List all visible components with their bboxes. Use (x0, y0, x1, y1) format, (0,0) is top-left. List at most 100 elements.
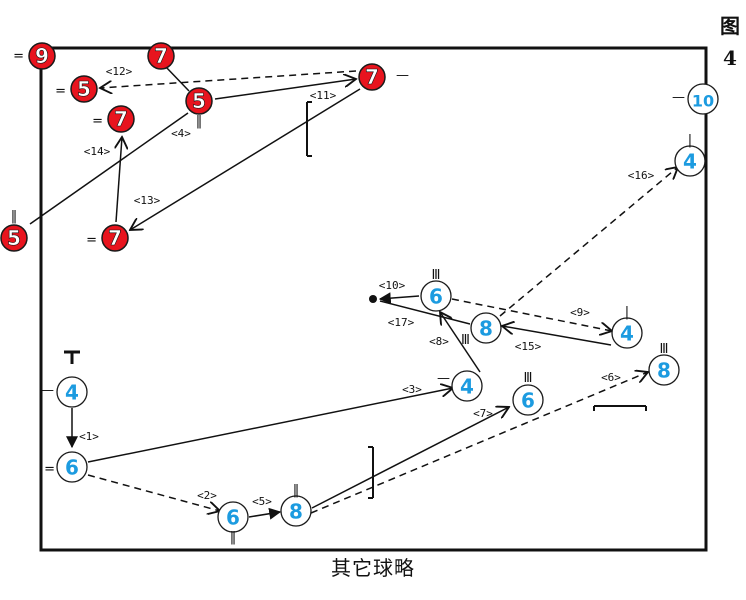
blue-ball-4: 4— (437, 370, 483, 402)
shot-label: <13> (134, 194, 161, 207)
red-ball-7: 7 (147, 42, 175, 70)
ball-mark: | (625, 305, 629, 320)
shot-label: <6> (601, 371, 621, 384)
blue-ball-4: 4| (611, 305, 643, 349)
shot-labels: <1> <2> <3> <4> <5> <6> <7> <8> <9> <10> <11> <12> <… (79, 65, 655, 508)
ball-number: 5 (77, 77, 91, 101)
figure-label-number: 4 (723, 46, 737, 70)
ball-mark: = (55, 84, 66, 99)
shot-label: <4> (171, 127, 191, 140)
red-ball-7: 7= (86, 224, 129, 252)
shot-path (451, 298, 612, 331)
ball-mark: | (688, 133, 692, 148)
shot-path (248, 507, 282, 520)
pocket-target-dot (369, 295, 377, 303)
ball-mark: — (396, 68, 409, 83)
shot-label: <11> (310, 89, 337, 102)
shot-path (379, 300, 471, 325)
shot-label: <8> (429, 335, 449, 348)
ball-number: 6 (226, 506, 240, 530)
red-ball-5: 5= (55, 75, 98, 103)
red-ball-7: 7= (92, 105, 135, 133)
ball-number: 7 (154, 44, 168, 68)
shot-path (164, 65, 190, 92)
ball-mark: ‖ (11, 209, 18, 224)
red-ball-9: 9= (13, 42, 56, 70)
ball-mark: ‖ (196, 114, 203, 129)
shot-path (87, 474, 220, 511)
ball-mark: = (44, 462, 55, 477)
shot-path (502, 326, 612, 346)
shot-label: <10> (379, 279, 406, 292)
cue-marker (64, 350, 80, 364)
ball-number: 8 (657, 359, 671, 383)
ball-mark: — (437, 371, 450, 386)
shot-label: <1> (79, 430, 99, 443)
shot-path (214, 79, 356, 100)
shot-label: <5> (252, 495, 272, 508)
shot-path (130, 88, 361, 230)
shot-label: <7> (473, 407, 493, 420)
blue-ball-4: 4| (674, 133, 706, 177)
blue-ball-6: 6‖ (217, 501, 249, 545)
shot-path (378, 292, 420, 305)
ball-number: 6 (429, 285, 443, 309)
ball-number: 8 (289, 500, 303, 524)
ball-number: 6 (65, 456, 79, 480)
red-ball-5: 5‖ (185, 87, 213, 129)
shot-path (499, 167, 678, 317)
caption: 其它球略 (331, 556, 415, 580)
figure-label: 图 4 (716, 16, 744, 68)
shot-label: <9> (570, 306, 590, 319)
ball-mark: Ⅲ (461, 333, 470, 348)
shot-label: <12> (106, 65, 133, 78)
ball-number: 4 (460, 375, 474, 399)
shot-path (310, 372, 648, 514)
blue-ball-4: 4— (41, 376, 88, 408)
ball-number: 10 (692, 92, 714, 111)
shot-label: <14> (84, 145, 111, 158)
ball-mark: = (86, 233, 97, 248)
shot-label: <17> (388, 316, 415, 329)
pool-table-diagram: <1> <2> <3> <4> <5> <6> <7> <8> <9> <10> <11> <12> <… (0, 42, 719, 552)
shot-label: <15> (515, 340, 542, 353)
ball-mark: Ⅲ (432, 268, 441, 283)
ball-mark: = (92, 114, 103, 129)
figure-label-char: 图 (720, 14, 740, 38)
ball-mark: ‖ (293, 483, 300, 498)
ball-number: 6 (521, 389, 535, 413)
ball-number: 4 (620, 322, 634, 346)
shot-paths (29, 65, 678, 520)
ball-mark: Ⅲ (524, 371, 533, 386)
ball-number: 4 (683, 150, 697, 174)
shot-path (87, 388, 453, 463)
ball-number: 7 (365, 65, 379, 89)
shot-path (311, 407, 509, 509)
shot-path (29, 112, 189, 225)
blue-ball-8: 8‖ (280, 483, 312, 527)
shot-label: <16> (628, 169, 655, 182)
ball-number: 7 (108, 226, 122, 250)
ball-number: 5 (192, 89, 206, 113)
ball-mark: — (41, 383, 54, 398)
ball-mark: Ⅲ (660, 342, 669, 357)
red-ball-5: 5‖ (0, 209, 28, 252)
ball-mark: ‖ (230, 530, 237, 545)
red-ball-7: 7— (358, 63, 409, 91)
shot-label: <2> (197, 489, 217, 502)
shot-path (440, 312, 481, 373)
shot-label: <3> (402, 383, 422, 396)
ball-number: 4 (65, 381, 79, 405)
ball-number: 5 (7, 226, 21, 250)
ball-mark: — (672, 90, 685, 105)
ball-number: 9 (35, 44, 49, 68)
blue-ball-6: 6= (44, 451, 88, 483)
shot-path (100, 70, 357, 88)
blue-ball-10: 10 — (672, 83, 719, 115)
ball-mark: = (13, 49, 24, 64)
ball-number: 7 (114, 107, 128, 131)
